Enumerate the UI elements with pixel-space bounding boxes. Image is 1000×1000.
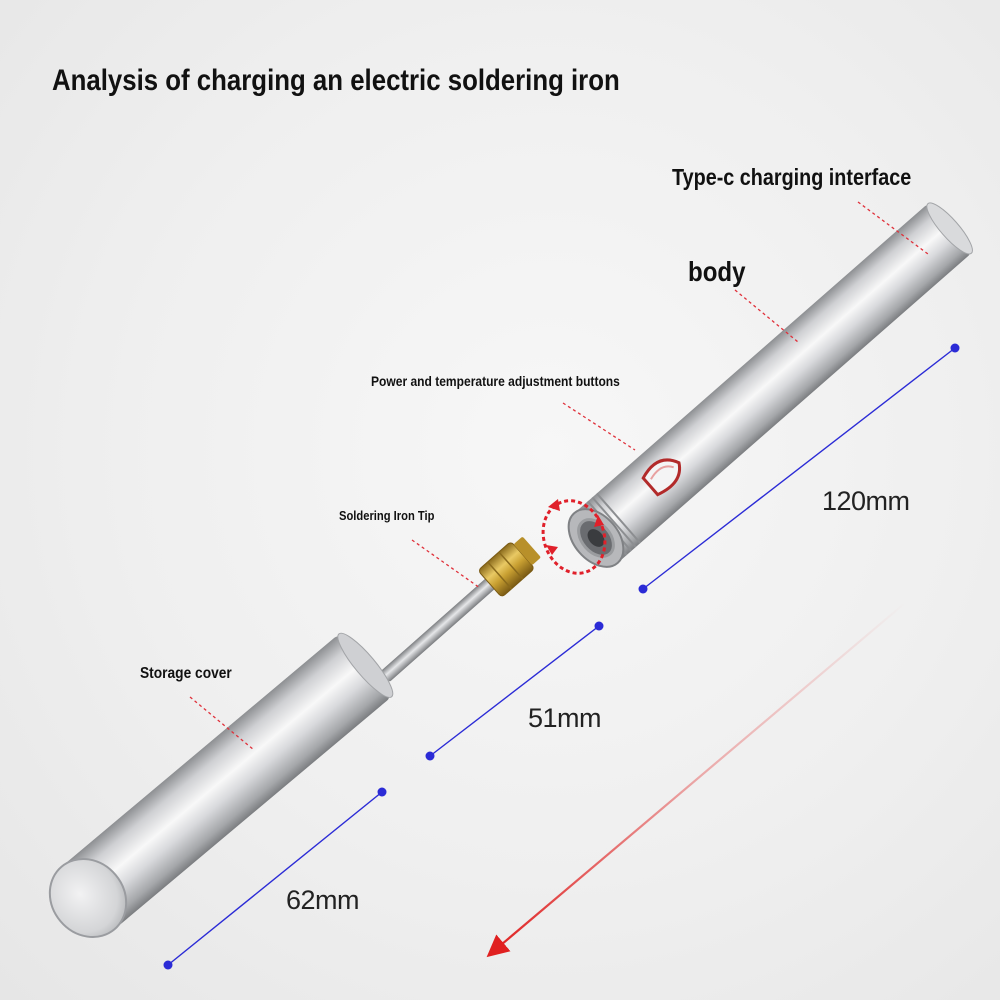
assembly-direction-arrow — [486, 602, 906, 958]
label-type-c-interface: Type-c charging interface — [672, 164, 912, 190]
leader-typec — [857, 201, 929, 255]
cover-cylinder — [64, 636, 390, 927]
dimension-line-120 — [642, 347, 956, 590]
dimension-line-51 — [429, 625, 600, 757]
label-storage-cover: Storage cover — [140, 665, 232, 682]
twist-indicator — [541, 499, 607, 575]
leader-body — [734, 289, 799, 343]
dimension-label-cover: 62mm — [286, 885, 360, 915]
dimension-label-body: 120mm — [822, 486, 910, 516]
leader-buttons — [562, 402, 636, 451]
leader-cover — [189, 696, 255, 751]
twist-arrow-head-1 — [548, 499, 560, 511]
tip-shaft — [381, 578, 496, 682]
label-soldering-tip: Soldering Iron Tip — [339, 508, 435, 523]
dimension-line-62 — [167, 791, 383, 966]
dimension-label-tip: 51mm — [528, 703, 602, 733]
leader-lines — [189, 201, 929, 751]
tip-brass-collar — [514, 537, 541, 565]
dimension-lines — [163, 343, 960, 970]
soldering-iron-body — [567, 202, 973, 568]
page-title: Analysis of charging an electric solderi… — [52, 64, 620, 97]
cover-far-end — [337, 632, 394, 698]
cover-end-face — [48, 857, 128, 939]
twist-arrow-head-3 — [546, 545, 558, 555]
leader-tip — [411, 539, 481, 589]
storage-cover — [48, 632, 394, 939]
label-adjustment-buttons: Power and temperature adjustment buttons — [371, 373, 620, 389]
body-end-cap — [926, 202, 973, 255]
body-opening-hole — [587, 529, 605, 547]
body-cylinder — [575, 205, 970, 562]
power-button — [641, 458, 682, 497]
twist-arrow-head-2 — [594, 515, 604, 527]
label-body: body — [688, 256, 746, 287]
